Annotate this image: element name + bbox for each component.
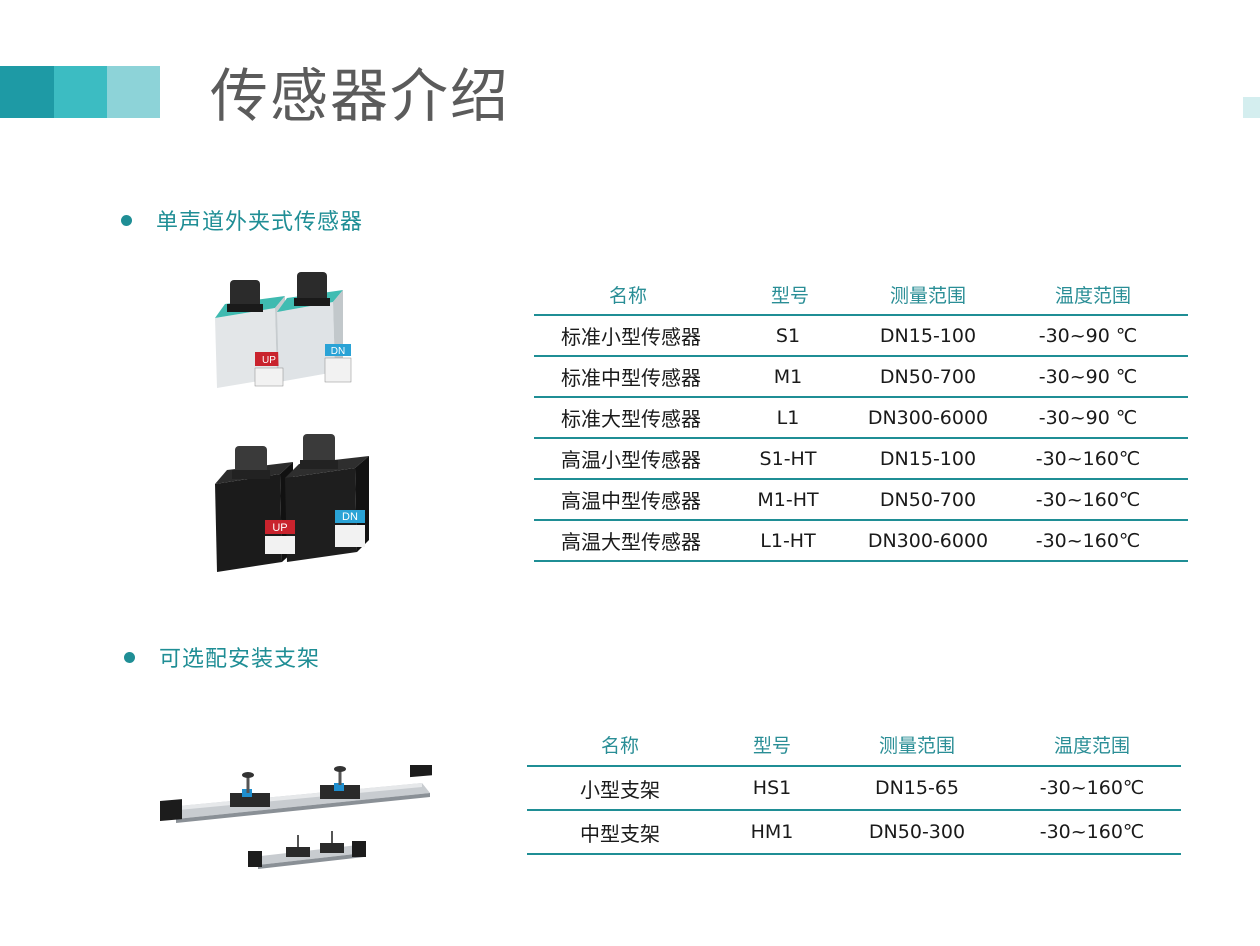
table-row: 高温小型传感器 S1-HT DN15-100 -30~160℃ (534, 437, 1188, 478)
sensor-black-image: UP DN (215, 434, 369, 572)
cell-model: S1 (775, 324, 801, 347)
cell-temp: -30~160℃ (1039, 777, 1145, 799)
cell-range: DN15-65 (874, 777, 960, 799)
cell-name: 标准中型传感器 (561, 366, 701, 390)
table-row: 高温大型传感器 L1-HT DN300-6000 -30~160℃ (534, 519, 1188, 562)
cell-name: 标准大型传感器 (561, 407, 701, 431)
cell-range: DN50-700 (879, 365, 977, 388)
cell-range: DN300-6000 (867, 406, 989, 429)
header-model: 型号 (752, 734, 791, 757)
bracket-image (160, 765, 432, 869)
cell-range: DN15-100 (879, 447, 977, 470)
cell-temp: -30~160℃ (1035, 529, 1141, 552)
table-row: 标准中型传感器 M1 DN50-700 -30~90 ℃ (534, 355, 1188, 396)
header-stripe-dark (0, 66, 54, 118)
header-name: 名称 (600, 734, 639, 757)
bracket-table: 名称 型号 测量范围 温度范围 小型支架 HS1 DN15-65 -30~160… (527, 723, 1181, 855)
corner-accent (1243, 97, 1260, 118)
header-stripe-light (107, 66, 160, 118)
cell-name: 标准小型传感器 (561, 325, 701, 349)
sensor-table: 名称 型号 测量范围 温度范围 标准小型传感器 S1 DN15-100 -30~… (534, 274, 1188, 562)
header-temp: 温度范围 (1053, 734, 1130, 757)
table-row: 中型支架 HM1 DN50-300 -30~160℃ (527, 809, 1181, 855)
header-name: 名称 (608, 284, 647, 307)
bullet-dot-icon (124, 651, 135, 663)
section-brackets-heading: 可选配安装支架 (124, 641, 320, 673)
cell-temp: -30~90 ℃ (1038, 324, 1138, 347)
dn-label-black: DN (342, 511, 358, 523)
cell-name: 小型支架 (580, 777, 660, 802)
cell-range: DN50-300 (868, 821, 966, 843)
dn-label: DN (331, 346, 345, 357)
cell-model: M1-HT (757, 488, 819, 511)
table-header: 名称 型号 测量范围 温度范围 (527, 723, 1181, 765)
cell-range: DN300-6000 (867, 529, 989, 552)
cell-range: DN15-100 (879, 324, 977, 347)
cell-model: L1-HT (760, 529, 816, 552)
up-label: UP (262, 355, 276, 366)
header-range: 测量范围 (878, 734, 955, 757)
bullet-dot-icon (121, 214, 132, 226)
header-stripe-mid (54, 66, 107, 118)
section-sensors-heading: 单声道外夹式传感器 (121, 204, 363, 236)
cell-temp: -30~160℃ (1039, 821, 1145, 843)
page-title: 传感器介绍 (210, 62, 511, 130)
table-row: 标准大型传感器 L1 DN300-6000 -30~90 ℃ (534, 396, 1188, 437)
cell-temp: -30~160℃ (1035, 488, 1141, 511)
cell-temp: -30~90 ℃ (1038, 406, 1138, 429)
header-model: 型号 (770, 284, 809, 307)
cell-model: S1-HT (759, 447, 817, 470)
cell-name: 高温中型传感器 (561, 489, 701, 513)
cell-temp: -30~90 ℃ (1038, 365, 1138, 388)
cell-model: HM1 (750, 821, 794, 843)
table-row: 高温中型传感器 M1-HT DN50-700 -30~160℃ (534, 478, 1188, 519)
cell-name: 中型支架 (580, 821, 660, 846)
table-row: 标准小型传感器 S1 DN15-100 -30~90 ℃ (534, 314, 1188, 355)
table-header: 名称 型号 测量范围 温度范围 (534, 274, 1188, 314)
cell-range: DN50-700 (879, 488, 977, 511)
cell-name: 高温大型传感器 (561, 530, 701, 554)
cell-model: M1 (773, 365, 803, 388)
cell-name: 高温小型传感器 (561, 448, 701, 472)
cell-model: L1 (776, 406, 800, 429)
sensor-teal-image: UP DN (215, 272, 352, 388)
section-label: 单声道外夹式传感器 (156, 210, 364, 235)
cell-model: HS1 (752, 777, 792, 799)
section-label: 可选配安装支架 (159, 647, 321, 672)
header-temp: 温度范围 (1054, 284, 1131, 307)
cell-temp: -30~160℃ (1035, 447, 1141, 470)
up-label-black: UP (272, 522, 287, 534)
header-range: 测量范围 (889, 284, 966, 307)
table-row: 小型支架 HS1 DN15-65 -30~160℃ (527, 765, 1181, 809)
